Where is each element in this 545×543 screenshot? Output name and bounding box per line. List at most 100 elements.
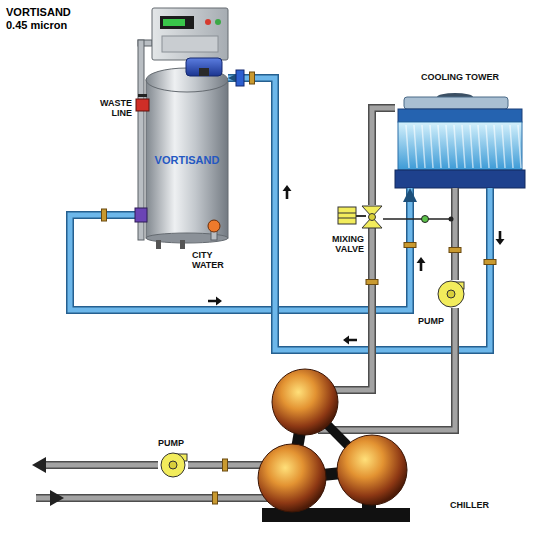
tower-fill-line	[518, 125, 521, 168]
tower-fill-line	[446, 125, 449, 168]
flow-arrow	[417, 257, 426, 271]
gray-pipe	[372, 108, 395, 205]
gray-pipe	[188, 465, 255, 466]
valve-symbols	[135, 70, 244, 240]
mixing-valve-symbol	[338, 206, 382, 228]
pipe-core	[410, 308, 455, 430]
pump-drawing-part	[447, 290, 455, 298]
flow-arrow	[496, 231, 505, 245]
tower-fill-line	[494, 125, 497, 168]
vortisand-unit-part	[146, 80, 228, 238]
mixing-valve-symbol-part	[356, 215, 366, 217]
vortisand-unit	[138, 8, 228, 249]
chiller-drawing-part	[258, 444, 326, 512]
vortisand-unit-part	[163, 19, 185, 26]
bypass-line	[383, 216, 454, 223]
bypass-line-part	[449, 217, 454, 222]
vortisand-unit-part	[199, 68, 209, 76]
pipe-core	[228, 78, 490, 350]
chiller-drawing-part	[330, 368, 372, 390]
pipe-fitting	[102, 209, 107, 221]
gray-pipe	[455, 188, 456, 280]
pipe-label: CITY WATER	[192, 250, 234, 271]
bypass-line-part	[422, 216, 429, 223]
pipe-fitting	[366, 280, 378, 285]
mixing-valve-symbol-part	[338, 207, 356, 224]
tower-fill-line	[502, 125, 505, 168]
vortisand-unit-part	[160, 16, 194, 29]
pipe-core	[70, 188, 410, 310]
chiller-drawing-part	[46, 463, 158, 468]
pump-drawing-part	[169, 461, 177, 469]
pump-drawing-part	[438, 281, 464, 307]
pipe-fitting	[250, 72, 255, 84]
pipe-fitting	[404, 243, 416, 248]
vortisand-unit-part	[156, 240, 161, 249]
pipe-outline	[368, 228, 376, 368]
pipe-label: WASTE LINE	[90, 98, 132, 119]
pipe-outline	[228, 78, 490, 350]
tower-fill-line	[438, 125, 441, 168]
valve-symbols-part	[136, 99, 149, 111]
cooling-tower-drawing-part	[404, 97, 508, 109]
chiller-drawing-part	[36, 494, 268, 502]
tower-fill-line	[486, 125, 489, 168]
chiller-drawing-part	[272, 369, 338, 435]
node-label: VORTISAND	[146, 154, 228, 167]
bypass-line-part	[383, 218, 451, 220]
mixing-valve-symbol-part	[369, 214, 376, 221]
valve-symbols-part	[135, 208, 147, 222]
vortisand-unit-part	[152, 8, 228, 60]
chiller: CHILLER	[255, 368, 410, 525]
pipe-core	[372, 108, 395, 205]
node-label: CHILLER	[450, 500, 510, 510]
valve-symbols-part	[138, 94, 147, 97]
cooling-tower-drawing-part	[398, 122, 522, 170]
chiller-drawing-part	[330, 368, 372, 390]
pipe-fitting	[213, 492, 218, 504]
vortisand-unit-part	[186, 58, 222, 76]
pipe-fitting	[484, 260, 496, 265]
pipe-outline	[410, 308, 455, 430]
tower-fill-line	[414, 125, 417, 168]
mixing-valve-symbol-part	[338, 213, 356, 214]
valve-symbols-part	[208, 220, 220, 232]
chiller-drawing-part	[36, 496, 268, 501]
tower-fill-line	[430, 125, 433, 168]
tower-fill-line	[462, 125, 465, 168]
pipe-outline	[188, 461, 255, 469]
vortisand-unit-part	[205, 19, 211, 25]
pipe-core	[453, 188, 458, 280]
pipe-fitting	[449, 248, 461, 253]
flow-arrows	[208, 185, 505, 345]
vortisand-unit-part	[215, 19, 221, 25]
chiller-drawing-part	[46, 461, 158, 469]
tower-fill-line	[406, 125, 409, 168]
vortisand-unit-part	[162, 36, 218, 52]
blue-pipe	[228, 78, 490, 350]
tower-fill-line	[454, 125, 457, 168]
cooling-tower-drawing	[395, 93, 525, 188]
gray-pipe	[410, 308, 455, 430]
chiller-drawing-part	[337, 435, 407, 505]
flow-arrow-heads-part	[32, 457, 46, 473]
pipe-outline	[372, 108, 395, 205]
node-label: PUMP	[418, 316, 448, 326]
flow-arrow-heads-part	[50, 490, 64, 506]
pipe-outline	[70, 188, 410, 310]
cooling-tower: COOLING TOWER	[395, 95, 525, 188]
pipe-fittings	[102, 72, 497, 504]
diagram-title: VORTISAND 0.45 micron	[6, 6, 82, 31]
tower-fill-line	[510, 125, 513, 168]
flow-arrow	[343, 336, 357, 345]
flow-arrow	[208, 297, 222, 306]
node-label: PUMP	[158, 438, 190, 448]
pipe-fitting	[223, 459, 228, 471]
tower-fill	[406, 125, 521, 168]
tower-fill-line	[422, 125, 425, 168]
vortisand-tank: VORTISAND	[146, 68, 228, 242]
mixing-valve-symbol-part	[362, 206, 382, 228]
node-label: COOLING TOWER	[395, 72, 525, 82]
pump-drawing-part	[161, 453, 185, 477]
pipe-core	[370, 228, 375, 368]
